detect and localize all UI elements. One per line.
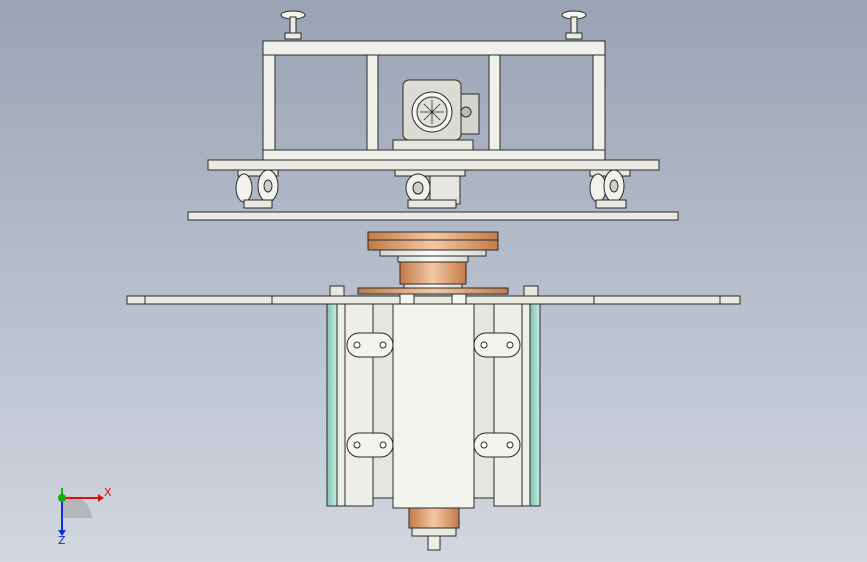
triad-plane [62, 496, 92, 518]
upper-plate [207, 159, 660, 171]
output-shaft [408, 507, 460, 551]
x-arrowhead-icon [98, 494, 104, 502]
z-axis-label: Z [58, 534, 66, 547]
slot-bracket-upper-right [473, 332, 521, 358]
x-axis-label: X [104, 486, 112, 499]
lower-plate [187, 211, 679, 221]
leveling-foot-left [280, 10, 306, 40]
central-housing [392, 303, 475, 509]
coordinate-triad: X Z [40, 478, 120, 548]
leveling-foot-right [561, 10, 587, 40]
caster-center [394, 169, 466, 209]
base-plate [126, 293, 741, 305]
slot-bracket-lower-right [473, 432, 521, 458]
slewing-bearing [367, 231, 499, 293]
slot-bracket-lower-left [346, 432, 394, 458]
slot-bracket-upper-left [346, 332, 394, 358]
top-frame [262, 40, 606, 161]
z-arrowhead-icon [58, 530, 66, 536]
mounting-collar [329, 285, 539, 297]
caster-left [235, 169, 279, 209]
drive-motor [392, 79, 480, 151]
caster-right [589, 169, 631, 209]
